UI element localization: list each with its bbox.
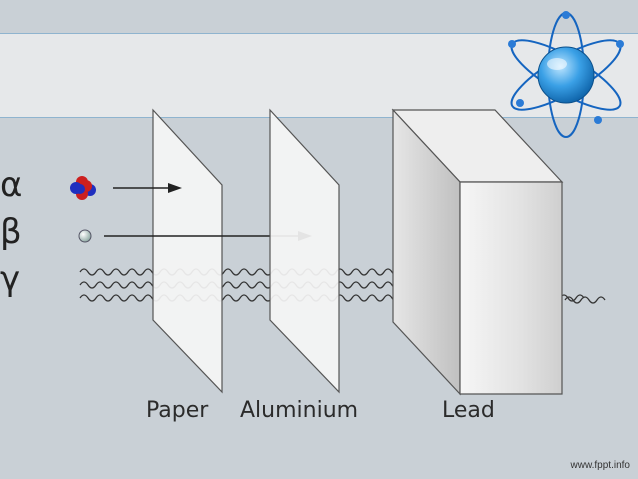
beta-label: β — [0, 212, 22, 252]
alpha-arrowhead — [168, 183, 182, 193]
alpha-label: α — [0, 165, 23, 205]
paper-label: Paper — [146, 398, 209, 423]
watermark: www.fppt.info — [570, 460, 630, 471]
atom-icon — [508, 11, 624, 138]
aluminium-plate — [269, 108, 340, 394]
gamma-label: γ — [0, 259, 21, 299]
paper-plate — [152, 108, 223, 394]
gamma-tail — [564, 296, 606, 304]
gamma-wave-1 — [79, 268, 425, 276]
lead-label: Lead — [442, 398, 495, 423]
alpha-particle-icon — [70, 176, 96, 200]
lead-front-face — [459, 181, 563, 395]
alpha-track — [113, 183, 182, 193]
lead-block — [391, 108, 564, 396]
aluminium-label: Aluminium — [240, 398, 359, 423]
beta-particle-icon — [78, 229, 92, 243]
